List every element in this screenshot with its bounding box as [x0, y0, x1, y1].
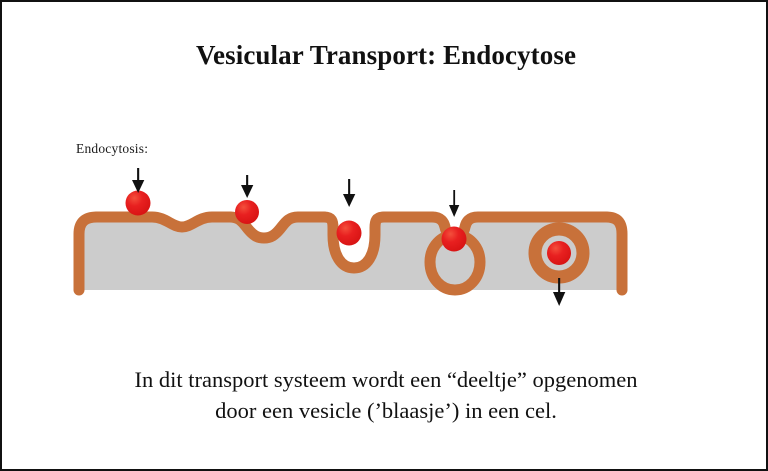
particle-5: [547, 241, 571, 265]
arrow-down-icon-2: [241, 175, 254, 198]
plasma-membrane: [73, 211, 628, 296]
free-vesicle-ring: [528, 222, 590, 284]
membrane-segment-3: [318, 211, 438, 274]
arrow-down-icon-4: [449, 190, 460, 217]
caption-line-1: In dit transport systeem wordt een “deel…: [134, 367, 638, 392]
particle-3: [336, 220, 362, 246]
arrow-down-icon-5: [553, 278, 566, 306]
membrane-right-end: [600, 211, 628, 296]
particle-1: [125, 190, 151, 216]
caption-line-2: door een vesicle (’blaasje’) in een cel.: [215, 398, 557, 423]
arrow-down-icon-1: [132, 168, 145, 193]
particle-4: [441, 226, 467, 252]
transported-particles: [125, 190, 571, 265]
membrane-segment-2: [224, 211, 330, 244]
membrane-segment-1: [91, 211, 236, 233]
motion-arrows: [132, 168, 566, 306]
endocytosis-diagram: [73, 168, 628, 306]
page-title: Vesicular Transport: Endocytose: [195, 40, 577, 70]
particle-2: [235, 200, 259, 224]
endocytosis-label: Endocytosis:: [76, 141, 149, 156]
caption-text: In dit transport systeem wordt een “deel…: [42, 364, 730, 426]
arrow-down-icon-3: [343, 179, 356, 207]
cytoplasm-region: [78, 217, 620, 290]
